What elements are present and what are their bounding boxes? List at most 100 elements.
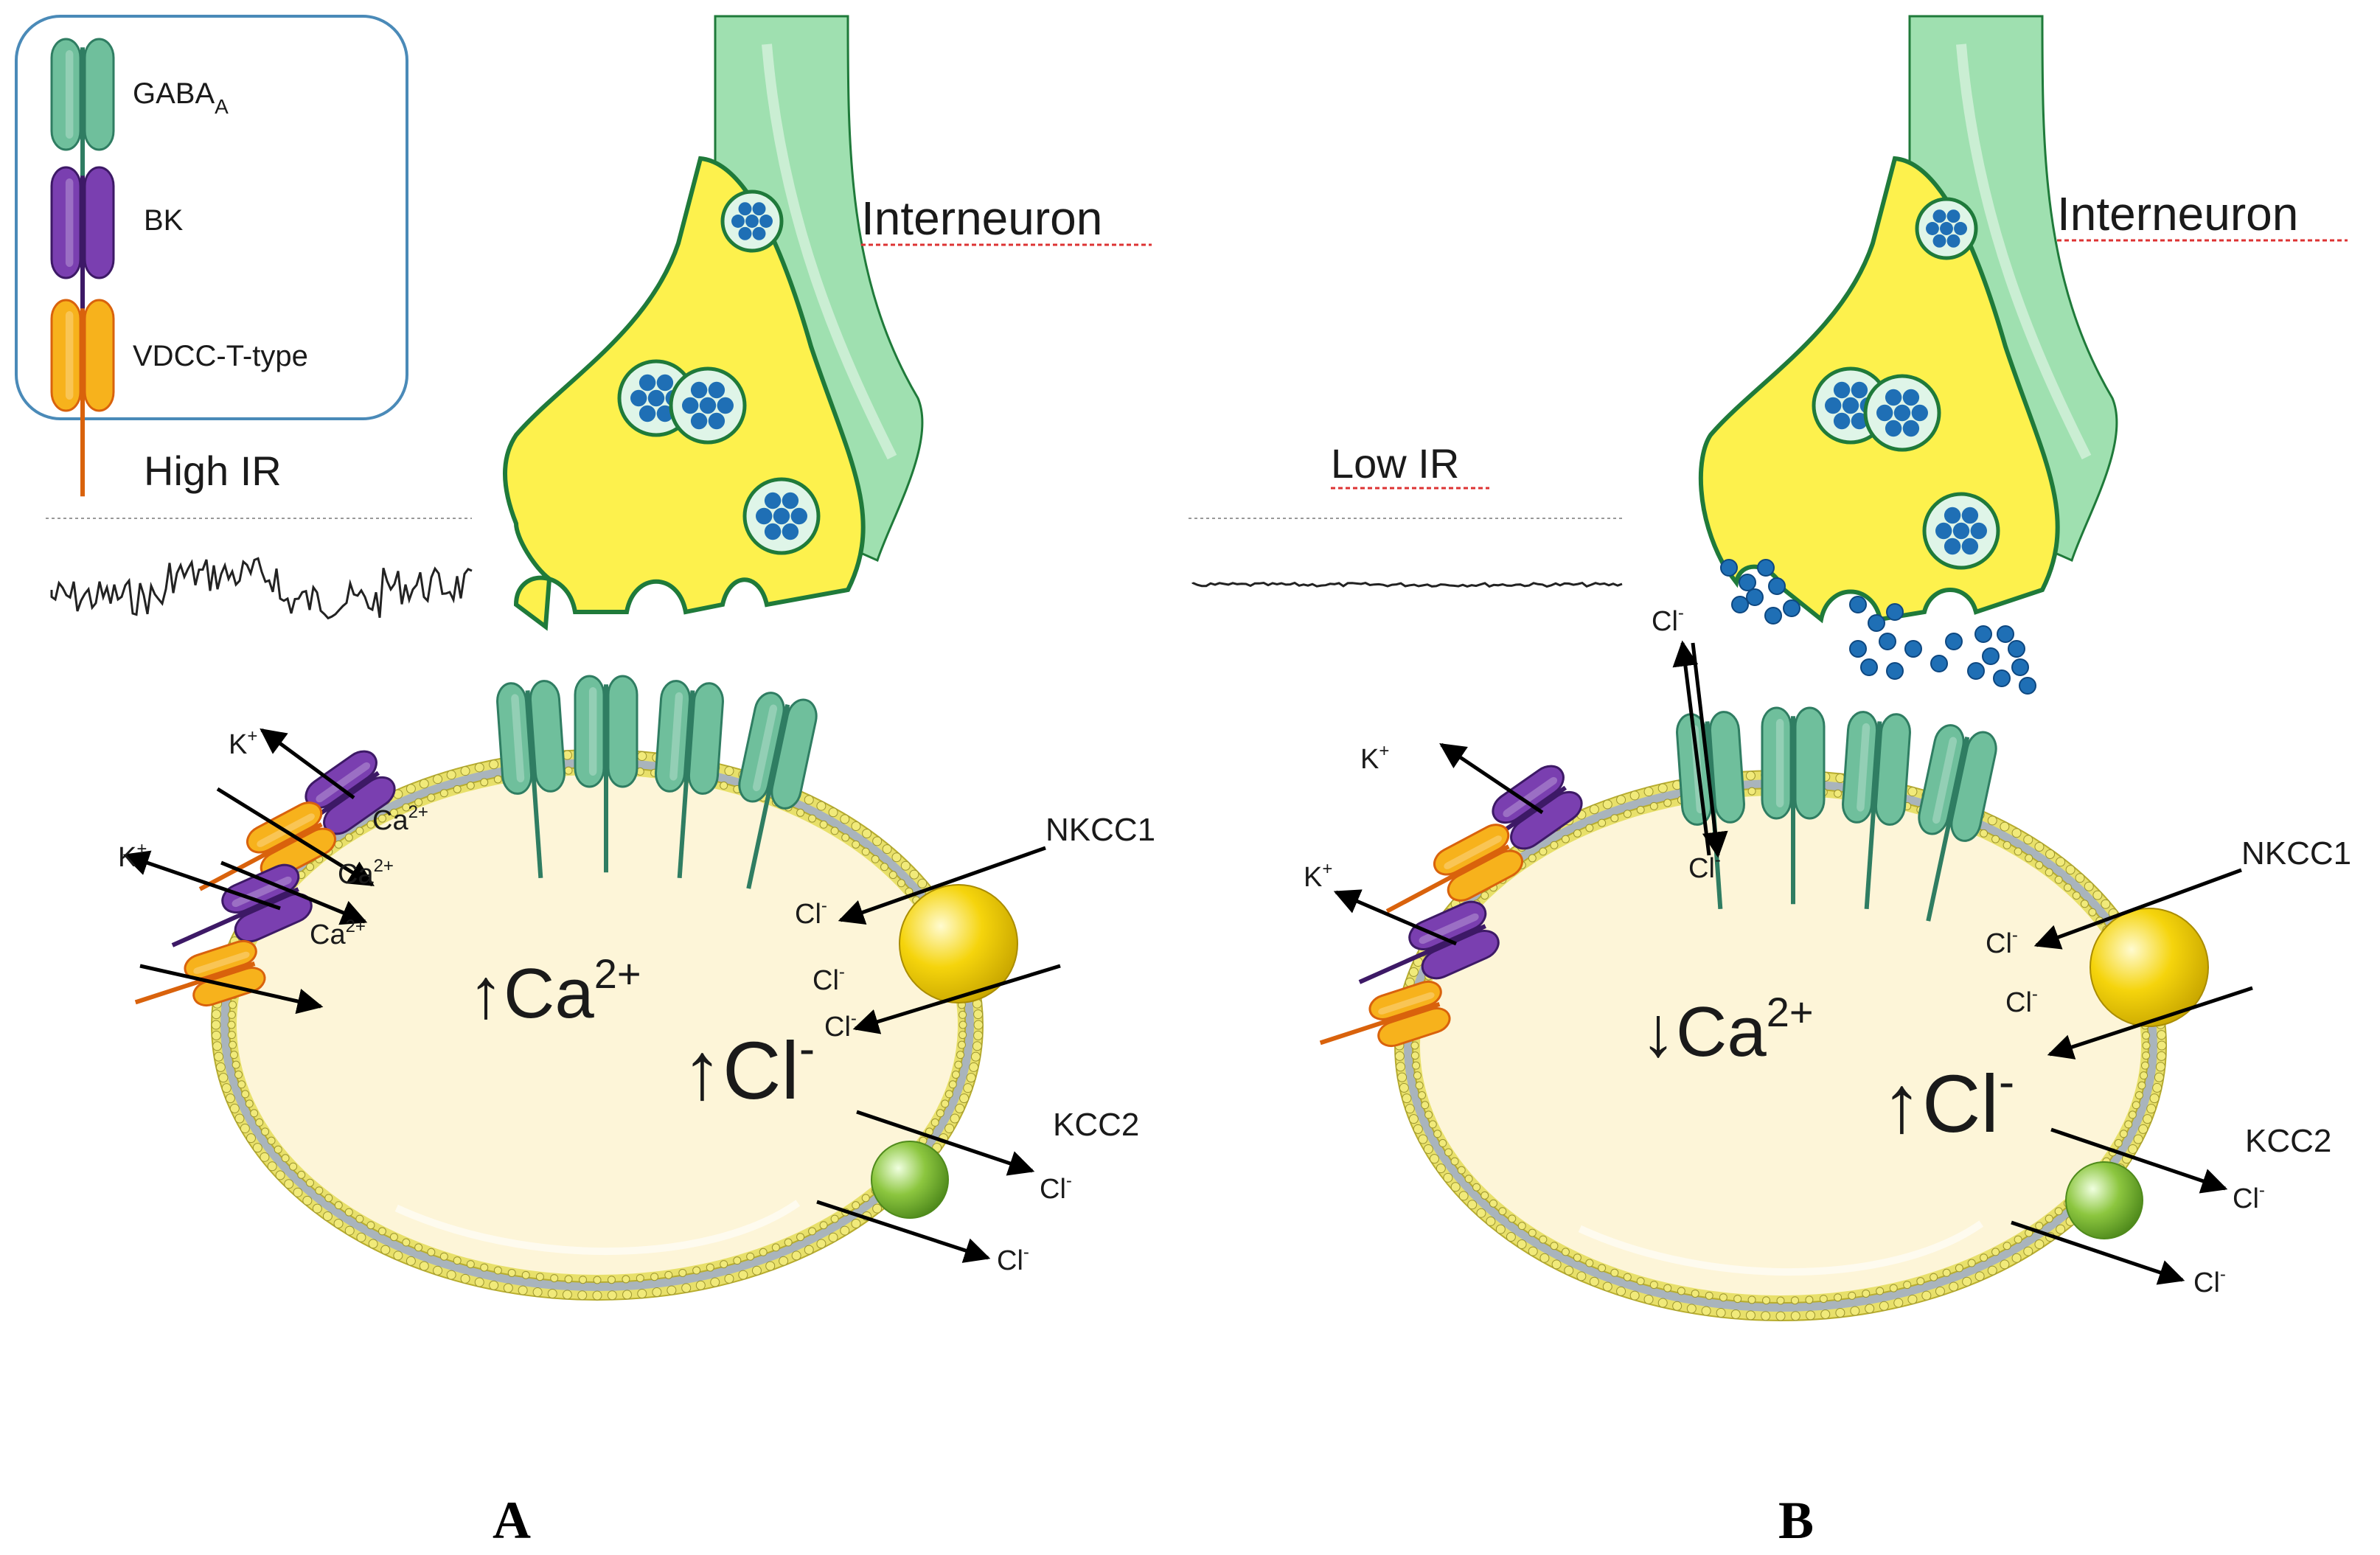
lipid-head [2025,854,2033,863]
lipid-head [2045,868,2053,877]
lipid-head [622,1290,633,1300]
lipid-head [1730,1309,1741,1319]
lipid-head [828,1232,838,1242]
lipid-head [1423,1144,1433,1154]
gaba-molecule [1944,507,1961,524]
released-gaba-molecule [1879,633,1896,650]
lipid-head [1649,801,1658,810]
lipid-head [2119,1130,2128,1138]
panel-b: Low IR Interneuron ↓Ca2+ ↑Cl- NKCC1 KCC2… [1189,15,2351,1550]
lipid-head [1410,1041,1419,1050]
lipid-head [1835,1307,1845,1318]
lipid-head [1539,1253,1550,1263]
vdcc-channel-pore [1385,844,1510,914]
lipid-head [1907,1294,1918,1304]
bk-channel-icon [50,166,115,364]
lipid-head [862,828,872,838]
lipid-head [1921,1290,1932,1301]
panel-a-nkcc1-label: NKCC1 [1045,812,1155,848]
gaba-molecule [690,381,708,399]
gaba-molecule [1946,234,1960,248]
lipid-head [389,808,398,817]
cl-influx-arrow-gaba [1691,642,1728,858]
gaba-molecule [764,492,782,509]
lipid-head [227,1010,236,1019]
lipid-head [2157,1051,2167,1061]
lipid-head [779,1256,789,1266]
panel-a-cl-ion-1: Cl- [795,896,827,930]
gaba-a-receptor-pore [1791,716,1795,905]
gaba-molecule [1893,404,1911,422]
lipid-head [1444,1148,1453,1157]
lipid-head [1942,1268,1951,1277]
lipid-head [1636,805,1645,814]
lipid-head [2140,1061,2149,1070]
lipid-head [1480,891,1489,900]
lipid-head [917,878,928,888]
lipid-head [1850,1306,1860,1316]
lipid-head [1508,1214,1517,1223]
lipid-head [951,1071,960,1079]
released-gaba-molecule [2011,658,2029,676]
lipid-head [322,1211,333,1222]
lipid-head [237,1080,246,1089]
lipid-head [211,1009,221,1020]
lipid-head [1602,799,1612,810]
lipid-head [2035,1222,2044,1231]
panel-a-chloride-level: ↑Cl- [682,1022,815,1116]
lipid-head [720,1260,728,1269]
released-gaba-molecule [1982,647,2000,665]
lipid-head [2080,900,2089,908]
lipid-head [888,871,897,880]
released-gaba-molecule [1974,625,1992,643]
lipid-head [1436,1163,1446,1174]
lipid-head [2014,847,2022,856]
lipid-head [1745,1310,1756,1321]
gaba-a-receptor-right-subunit [1794,706,1826,820]
lipid-head [861,847,870,856]
lipid-head [2128,1110,2137,1119]
legend-bk-shape [50,166,115,364]
lipid-head [851,821,861,832]
cl-influx-arrow [2047,986,2253,1060]
lipid-head [324,1194,333,1203]
gaba-a-receptor [496,680,566,878]
lipid-head [564,1275,573,1284]
lipid-head [1506,1232,1516,1242]
gaba-molecule [782,523,799,540]
released-gaba-molecule [1886,603,1904,621]
released-gaba-molecule [1860,658,1878,676]
lipid-head [1672,1301,1683,1311]
gaba-molecule [1842,397,1859,414]
ca-influx-arrow [139,964,324,1015]
gaba-molecule [752,226,766,240]
legend-vdcc-shape [50,299,115,497]
lipid-head [592,1290,602,1301]
lipid-head [1955,1264,1963,1273]
lipid-head [246,1133,256,1144]
released-gaba-molecule [2008,640,2025,658]
lipid-head [637,1288,647,1298]
gaba-molecule [1833,381,1851,399]
legend-gaba-shape-highlight [65,50,74,139]
lipid-head [900,860,911,871]
k-efflux-arrow [122,850,281,911]
lipid-head [1610,1268,1619,1277]
gaba-molecule [752,202,766,216]
lipid-head [973,1009,984,1020]
lipid-head [636,1274,644,1283]
panel-b-kcc2-label: KCC2 [2245,1123,2331,1159]
released-gaba-molecule [1783,599,1800,617]
lipid-head [480,1263,489,1272]
panel-a-ir-trace [50,557,473,620]
lipid-head [333,1218,344,1228]
lipid-head [959,1093,970,1104]
lipid-head [427,1248,436,1256]
lipid-head [1930,1273,1938,1281]
lipid-head [1408,967,1419,977]
gaba-molecule [699,397,717,414]
lipid-head [406,784,416,794]
lipid-head [2000,1259,2010,1270]
